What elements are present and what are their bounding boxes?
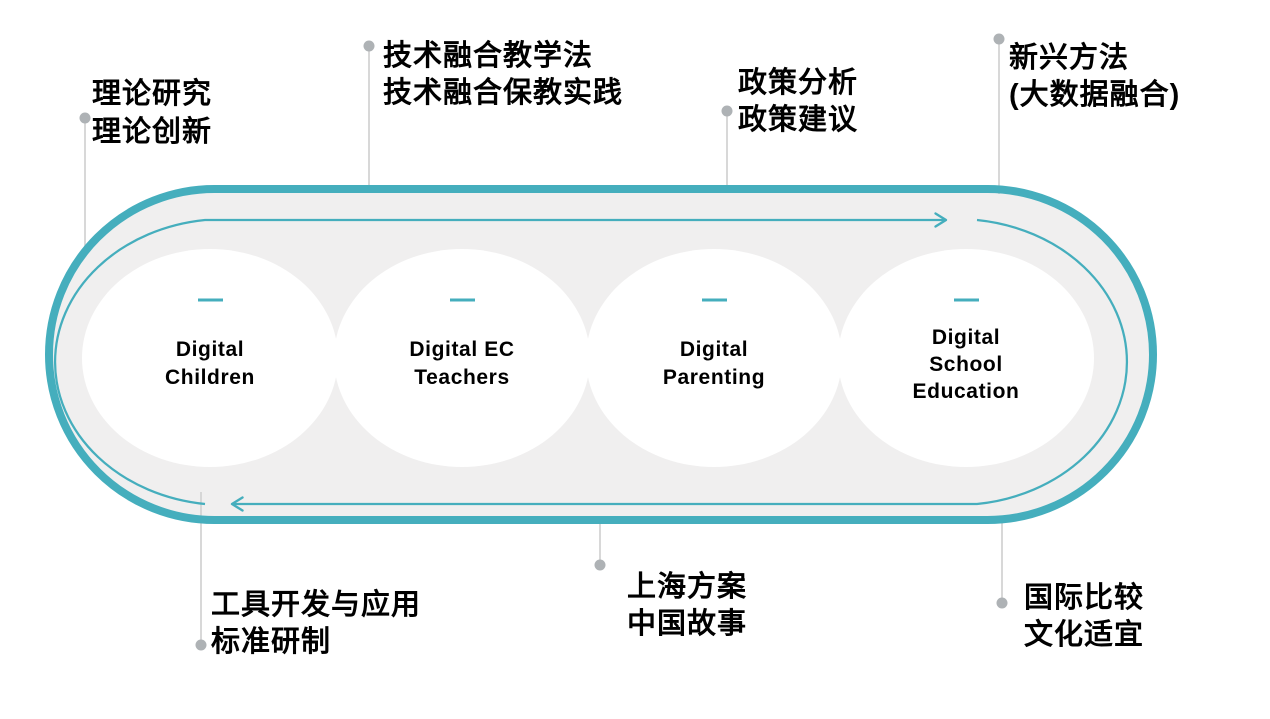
dot-policy <box>721 105 733 117</box>
label-line: 标准研制 <box>211 626 332 658</box>
label-shanghai: 上海方案 中国故事 <box>627 569 747 643</box>
label-line: 文化适宜 <box>1024 619 1145 651</box>
label-line: 中国故事 <box>627 608 748 640</box>
node-circle-digital-children <box>82 249 338 467</box>
node-title-line: Children <box>165 366 255 389</box>
node-title-line: Digital <box>175 338 245 361</box>
cycle-arrow-bottom-left-icon <box>230 218 1129 512</box>
dot-international <box>996 597 1008 609</box>
label-policy: 政策分析 政策建议 <box>738 65 858 139</box>
label-technology: 技术融合教学法 技术融合保教实践 <box>383 38 623 112</box>
connector-dots <box>79 33 1008 651</box>
label-theory: 理论研究 理论创新 <box>92 75 212 151</box>
label-new-methods: 新兴方法 (大数据融合) <box>1009 40 1180 114</box>
node-title-line: Digital <box>931 326 1001 349</box>
label-line: 技术融合教学法 <box>383 40 594 72</box>
node-title-line: Teachers <box>414 366 510 389</box>
label-line: 国际比较 <box>1024 582 1145 614</box>
dot-shanghai <box>594 559 606 571</box>
dot-technology <box>363 40 375 52</box>
node-circle-digital-ec-teachers <box>334 249 590 467</box>
label-international: 国际比较 文化适宜 <box>1024 580 1144 654</box>
node-title-digital-children: Digital Children <box>90 336 330 392</box>
node-title-digital-school-education: Digital School Education <box>846 324 1086 405</box>
node-title-line: School <box>929 353 1003 376</box>
dot-tools <box>195 639 207 651</box>
label-line: 工具开发与应用 <box>211 589 422 621</box>
label-line: (大数据融合) <box>1009 79 1181 111</box>
label-line: 上海方案 <box>627 571 748 603</box>
label-line: 新兴方法 <box>1009 42 1130 74</box>
node-title-line: Digital EC <box>409 338 515 361</box>
node-title-digital-parenting: Digital Parenting <box>594 336 834 392</box>
label-line: 政策分析 <box>738 67 859 99</box>
stadium-border <box>45 185 1157 524</box>
node-title-digital-ec-teachers: Digital EC Teachers <box>342 336 582 392</box>
node-title-line: Digital <box>679 338 749 361</box>
label-line: 理论研究 <box>92 78 213 110</box>
node-title-line: Parenting <box>662 366 766 389</box>
node-circle-digital-school-education <box>838 249 1094 467</box>
dot-new-methods <box>993 33 1005 45</box>
node-title-line: Education <box>912 380 1020 403</box>
label-line: 政策建议 <box>738 104 859 136</box>
dot-theory <box>79 112 91 124</box>
cycle-arrow-top-right-icon <box>53 212 948 506</box>
label-line: 技术融合保教实践 <box>383 77 624 109</box>
label-tools: 工具开发与应用 标准研制 <box>211 587 421 661</box>
label-line: 理论创新 <box>92 116 213 148</box>
node-circle-digital-parenting <box>586 249 842 467</box>
